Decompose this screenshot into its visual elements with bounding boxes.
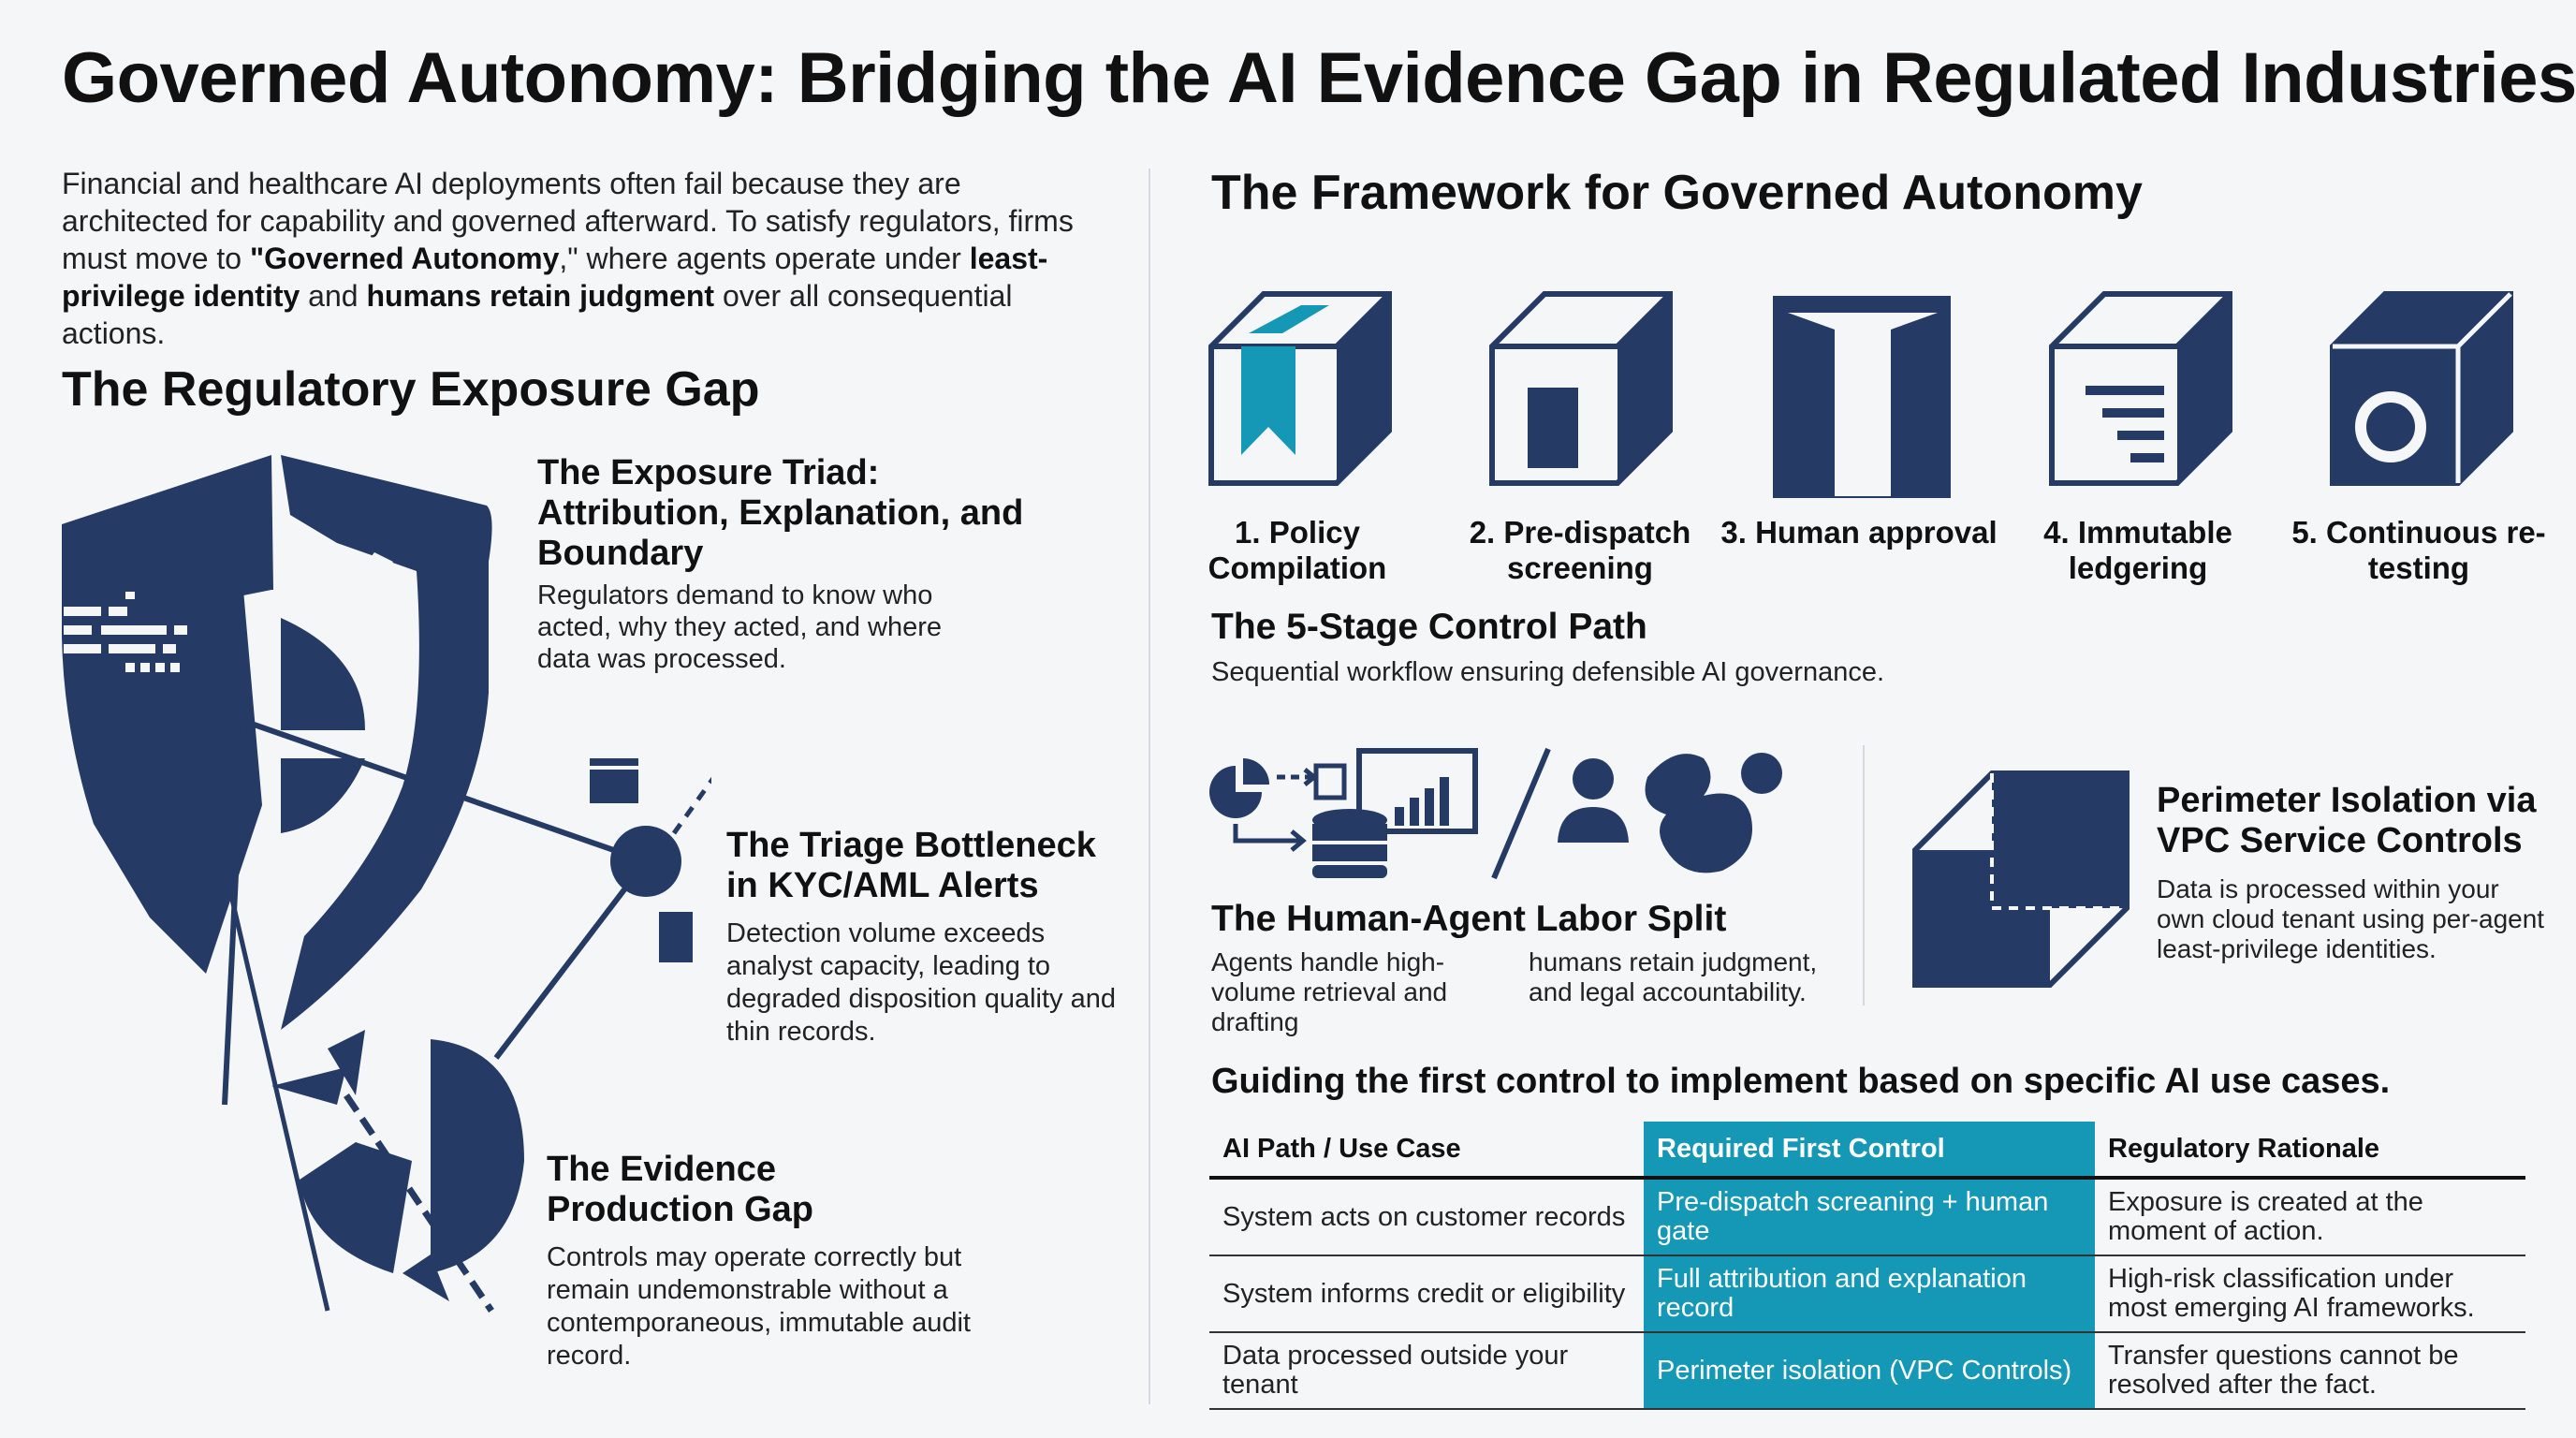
bookmark-cube-icon (1208, 291, 1392, 486)
person-icon (1558, 758, 1629, 843)
perimeter-block: Perimeter Isolation via VPC Service Cont… (2157, 781, 2569, 964)
page-fragment-icon (659, 912, 693, 962)
table-cell: Perimeter isolation (VPC Controls) (1644, 1332, 2095, 1410)
table-cell: Data processed outside your tenant (1209, 1332, 1644, 1410)
document-fragment-icon (590, 758, 638, 803)
table-header-row: AI Path / Use Case Required First Contro… (1209, 1122, 2525, 1180)
bar-chart-icon (1356, 748, 1478, 834)
control-table: AI Path / Use Case Required First Contro… (1209, 1122, 2525, 1410)
evidence-gap-block: The Evidence Production Gap Controls may… (547, 1150, 1015, 1372)
framework-heading: The Framework for Governed Autonomy (1211, 166, 2143, 220)
agent-blob-icon (1645, 753, 1782, 873)
table-cell: Exposure is created at the moment of act… (2095, 1178, 2525, 1256)
broken-pie-icon (431, 1039, 524, 1273)
stage-label-3: 3. Human approval (1720, 515, 1998, 550)
intro-text: and (300, 279, 367, 313)
table-cell: Full attribution and explanation record (1644, 1255, 2095, 1333)
database-icon (1312, 809, 1387, 878)
stage-label-5: 5. Continuous re-testing (2291, 515, 2546, 585)
exposure-triad-block: The Exposure Triad: Attribution, Explana… (537, 453, 1024, 675)
hub-node-icon (610, 826, 681, 897)
control-path-subtitle: Sequential workflow ensuring defensible … (1211, 657, 1885, 687)
intro-bold-least-privilege: least-privilege identity (62, 242, 1048, 313)
table-header-cell: Regulatory Rationale (2095, 1122, 2525, 1180)
window-cube-icon (1489, 291, 1673, 486)
labor-split-agents-text: Agents handle high-volume retrieval and … (1211, 947, 1448, 1036)
table-cell: System informs credit or eligibility (1209, 1255, 1644, 1333)
door-icon (1773, 296, 1951, 498)
labor-split-title: The Human-Agent Labor Split (1211, 899, 1727, 939)
intro-bold-governed: "Governed Autonomy (249, 242, 560, 275)
intro-paragraph: Financial and healthcare AI deployments … (62, 165, 1110, 352)
section-divider (1863, 745, 1865, 1005)
exposure-triad-body: Regulators demand to know who acted, why… (537, 580, 943, 674)
triage-bottleneck-block: The Triage Bottleneck in KYC/AML Alerts … (726, 826, 1120, 1049)
table-cell: Pre-dispatch screaning + human gate (1644, 1178, 2095, 1256)
labor-split-humans-text: humans retain judgment, and legal accoun… (1529, 947, 1818, 1006)
column-divider (1149, 169, 1150, 1404)
evidence-gap-title: The Evidence Production Gap (547, 1150, 813, 1229)
table-row: System informs credit or eligibility Ful… (1209, 1255, 2525, 1333)
perimeter-body: Data is processed within your own cloud … (2157, 874, 2545, 963)
ring-cube-icon (2330, 291, 2513, 486)
intro-text: ," where agents operate under (559, 242, 970, 275)
perimeter-cube-icon (1912, 770, 2130, 988)
intro-text: over all consequential actions. (62, 279, 1013, 350)
page-title: Governed Autonomy: Bridging the AI Evide… (62, 38, 2576, 118)
stage-label-1: 1. Policy Compilation (1208, 515, 1387, 585)
triage-bottleneck-body: Detection volume exceeds analyst capacit… (726, 918, 1116, 1047)
perimeter-title: Perimeter Isolation via VPC Service Cont… (2157, 781, 2537, 860)
table-row: Data processed outside your tenant Perim… (1209, 1332, 2525, 1410)
stage-label-4: 4. Immutable ledgering (2043, 515, 2232, 585)
broken-shield-illustration (62, 455, 711, 1313)
table-row: System acts on customer records Pre-disp… (1209, 1178, 2525, 1256)
control-path-title: The 5-Stage Control Path (1211, 607, 1647, 647)
labor-split-illustration (1209, 747, 1782, 880)
triage-bottleneck-title: The Triage Bottleneck in KYC/AML Alerts (726, 826, 1096, 905)
stage-label-2: 2. Pre-dispatch screening (1469, 515, 1691, 585)
table-cell: High-risk classification under most emer… (2095, 1255, 2525, 1333)
regulatory-gap-heading: The Regulatory Exposure Gap (62, 362, 760, 417)
exposure-triad-title: The Exposure Triad: Attribution, Explana… (537, 453, 1024, 573)
pie-chart-icon (1209, 758, 1269, 818)
table-cell: System acts on customer records (1209, 1178, 1644, 1256)
table-header-cell: AI Path / Use Case (1209, 1122, 1644, 1180)
table-cell: Transfer questions cannot be resolved af… (2095, 1332, 2525, 1410)
table-header-cell: Required First Control (1644, 1122, 2095, 1180)
intro-bold-humans: humans retain judgment (366, 279, 715, 313)
intro-text: Financial and healthcare AI deployments … (62, 167, 1074, 275)
evidence-gap-body: Controls may operate correctly but remai… (547, 1242, 971, 1371)
shield-right-half-icon (281, 455, 492, 1030)
data-lines-icon (64, 592, 187, 672)
ledger-cube-icon (2049, 291, 2232, 486)
table-caption: Guiding the first control to implement b… (1211, 1062, 2391, 1101)
